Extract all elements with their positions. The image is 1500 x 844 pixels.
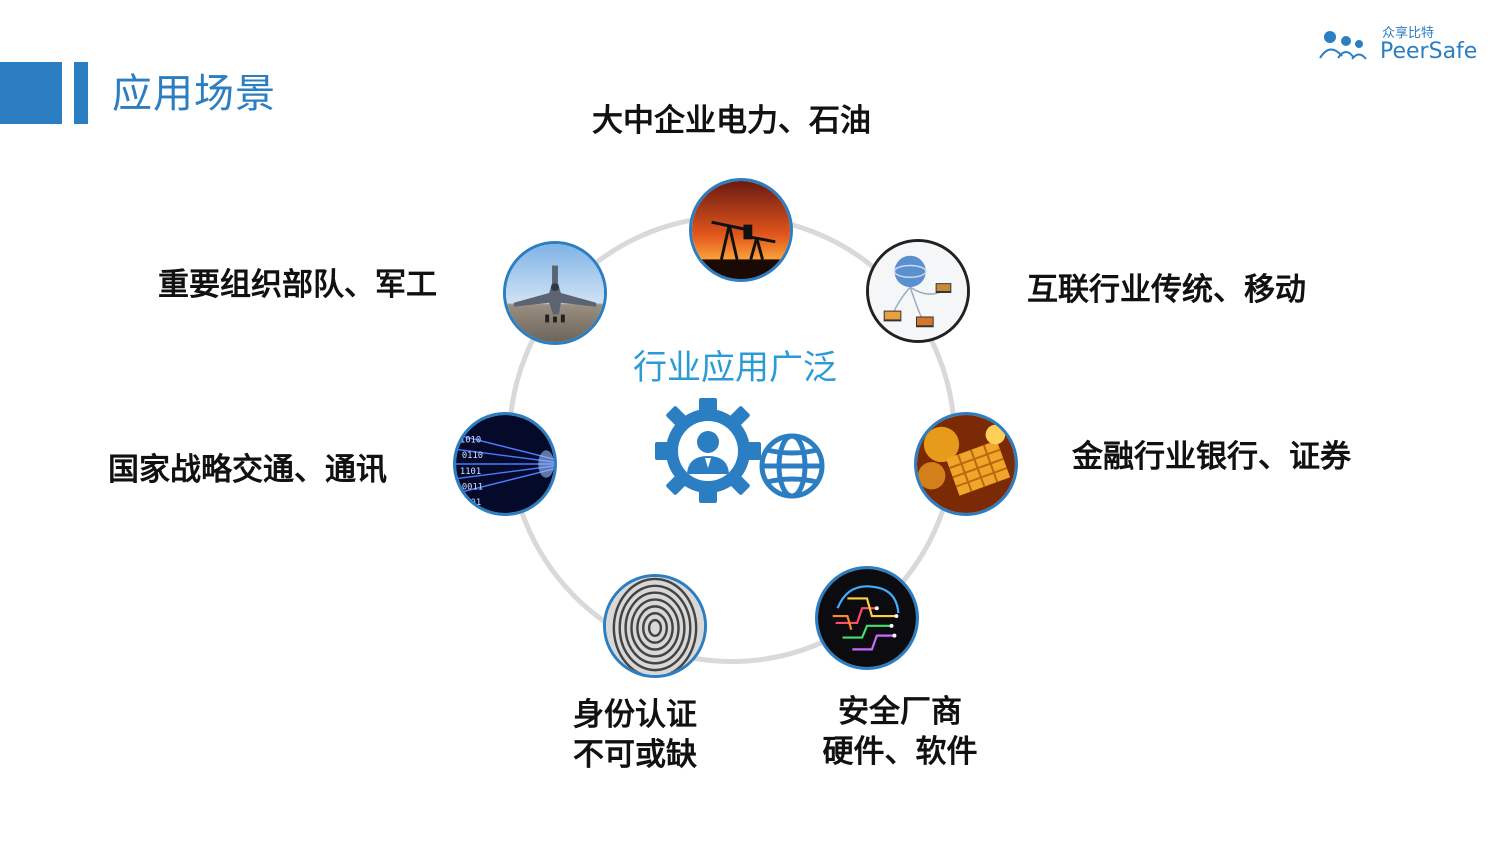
circuit-brain-image [818,569,916,667]
label-security-line-2: 硬件、软件 [822,734,978,770]
peersafe-logo: 众享比特 PeerSafe [1318,26,1478,66]
node-military-image [503,241,607,345]
svg-text:0110: 0110 [462,451,483,461]
center-title: 行业应用广泛 [633,348,837,388]
node-security-image [815,566,919,670]
label-security-line-1: 安全厂商 [838,694,962,730]
title-accent-stripe [74,62,88,124]
svg-text:0011: 0011 [462,482,483,492]
people-logo-icon [1319,31,1367,60]
oil-pumpjack-image [692,181,790,279]
node-identity-image [603,574,707,678]
globe-icon [759,433,825,499]
svg-text:1010: 1010 [460,435,481,445]
node-finance-image [914,412,1018,516]
label-identity-line-1: 身份认证 [573,697,697,733]
node-energy-image [689,178,793,282]
label-identity: 身份认证 不可或缺 [555,695,715,775]
gear-user-icon [655,398,761,503]
label-military: 重要组织部队、军工 [158,267,437,303]
fighter-jet-image [506,244,604,342]
node-transport-image: 1010 0110 1101 0011 1001 [453,412,557,516]
gold-bars-image [917,415,1015,513]
svg-text:1101: 1101 [460,467,481,477]
binary-data-image: 1010 0110 1101 0011 1001 [456,415,554,513]
svg-text:1001: 1001 [460,498,481,508]
globe-network-image [869,242,967,340]
logo-cn-text: 众享比特 [1382,26,1435,41]
gear-user-globe-icon [655,398,825,503]
node-internet-image [866,239,970,343]
fingerprint-image [606,577,704,675]
title-accent-block [0,62,62,124]
label-identity-line-2: 不可或缺 [573,737,697,773]
label-finance: 金融行业银行、证券 [1072,439,1351,475]
logo-en-text: PeerSafe [1380,39,1478,64]
label-transport: 国家战略交通、通讯 [108,452,387,488]
label-security: 安全厂商 硬件、软件 [810,692,990,772]
label-energy: 大中企业电力、石油 [592,103,871,139]
label-internet: 互联行业传统、移动 [1027,272,1306,308]
slide-title: 应用场景 [112,71,276,117]
